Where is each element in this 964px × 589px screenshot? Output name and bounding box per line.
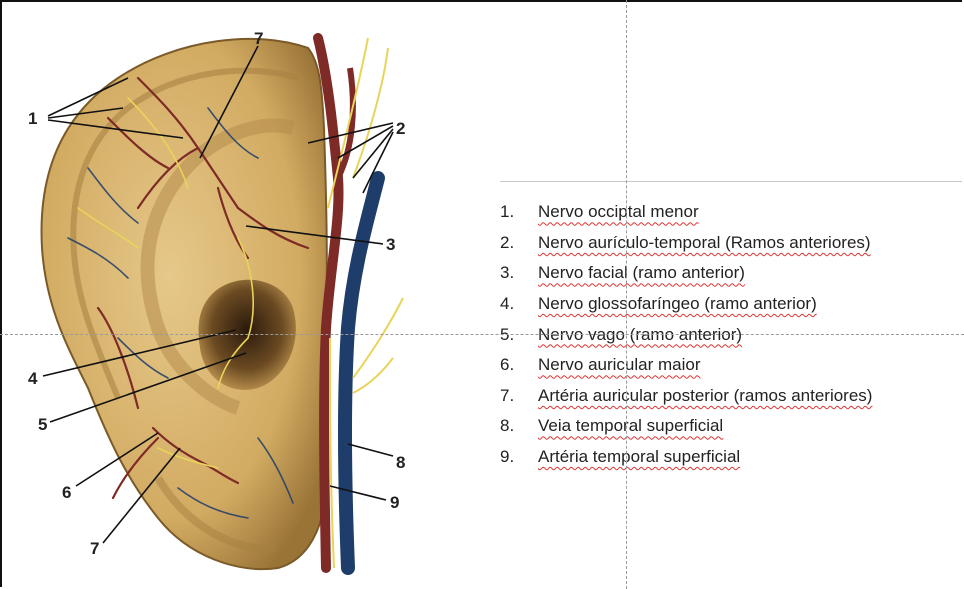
callout-4: 4	[28, 369, 38, 388]
callout-7-top: 7	[254, 29, 263, 48]
legend-text: Veia temporal superficial	[538, 416, 723, 436]
legend-number: 8.	[500, 416, 538, 436]
callout-1: 1	[28, 109, 37, 128]
legend-text: Artéria temporal superficial	[538, 447, 740, 467]
legend-text: Nervo aurículo-temporal (Ramos anteriore…	[538, 233, 871, 253]
legend-item: 7.Artéria auricular posterior (ramos ant…	[500, 381, 872, 412]
superficial-temporal-vein	[345, 178, 378, 568]
callout-9: 9	[390, 493, 399, 512]
legend-item: 9.Artéria temporal superficial	[500, 442, 872, 473]
legend-text: Nervo auricular maior	[538, 355, 701, 375]
callout-3: 3	[386, 235, 395, 254]
callout-7-bottom: 7	[90, 539, 99, 558]
legend-item: 1.Nervo occiptal menor	[500, 197, 872, 228]
legend-number: 1.	[500, 202, 538, 222]
slide-guide-vertical	[626, 0, 627, 589]
callout-8: 8	[396, 453, 405, 472]
legend-number: 6.	[500, 355, 538, 375]
legend-text: Nervo glossofaríngeo (ramo anterior)	[538, 294, 817, 314]
legend-number: 4.	[500, 294, 538, 314]
legend-number: 7.	[500, 386, 538, 406]
legend-item: 6.Nervo auricular maior	[500, 350, 872, 381]
legend-text: Nervo occiptal menor	[538, 202, 699, 222]
legend-item: 3.Nervo facial (ramo anterior)	[500, 258, 872, 289]
legend-item: 4.Nervo glossofaríngeo (ramo anterior)	[500, 289, 872, 320]
legend-item: 8.Veia temporal superficial	[500, 411, 872, 442]
legend-item: 2.Nervo aurículo-temporal (Ramos anterio…	[500, 228, 872, 259]
callout-2: 2	[396, 119, 405, 138]
legend-text: Nervo facial (ramo anterior)	[538, 263, 745, 283]
slide-guide-horizontal	[0, 334, 964, 335]
legend-separator	[500, 181, 962, 182]
ear-anatomy-illustration: 1 7 2 3 4 5 6 7 8 9	[8, 8, 468, 584]
legend-number: 2.	[500, 233, 538, 253]
callout-5: 5	[38, 415, 47, 434]
legend-text: Artéria auricular posterior (ramos anter…	[538, 386, 872, 406]
callout-6: 6	[62, 483, 71, 502]
legend-number: 3.	[500, 263, 538, 283]
legend-number: 9.	[500, 447, 538, 467]
